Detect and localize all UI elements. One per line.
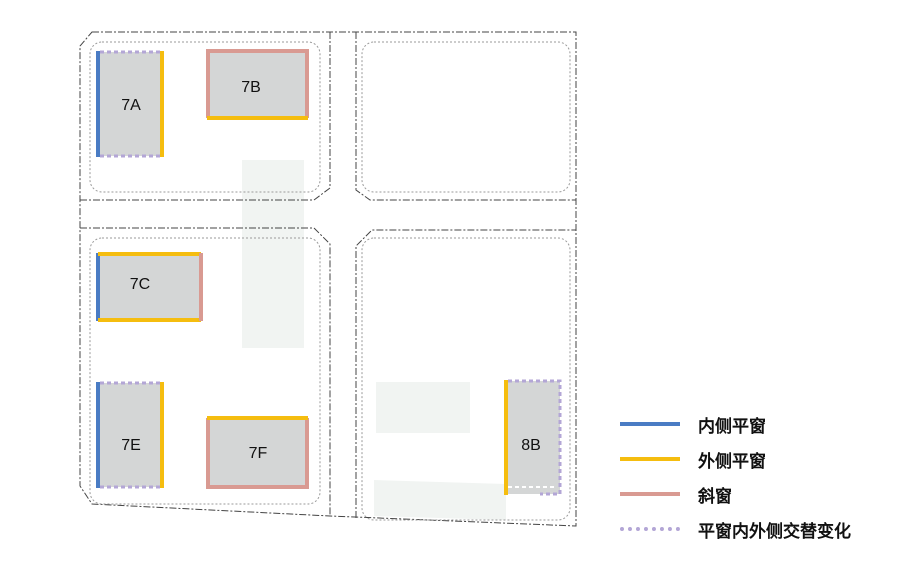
legend-label-slanted: 斜窗 bbox=[698, 486, 732, 507]
building-7F: 7F bbox=[206, 416, 309, 489]
building-label-7E: 7E bbox=[121, 437, 141, 454]
open-space-bottom-strip bbox=[374, 480, 506, 520]
block-top-right bbox=[361, 41, 571, 193]
building-label-7B: 7B bbox=[241, 79, 261, 96]
building-label-7F: 7F bbox=[249, 445, 268, 462]
building-label-8B: 8B bbox=[521, 437, 541, 454]
legend-item-outer-flat: 外侧平窗 bbox=[620, 447, 851, 472]
legend-item-slanted: 斜窗 bbox=[620, 482, 851, 507]
building-7C: 7C bbox=[96, 252, 203, 322]
legend-swatch-outer-flat bbox=[620, 457, 680, 461]
building-7B: 7B bbox=[206, 49, 309, 120]
legend-swatch-slanted bbox=[620, 492, 680, 496]
legend: 内侧平窗 外侧平窗 斜窗 平窗内外侧交替变化 bbox=[620, 412, 851, 552]
legend-label-outer-flat: 外侧平窗 bbox=[698, 451, 766, 472]
open-space-right bbox=[376, 382, 470, 433]
legend-item-inner-flat: 内侧平窗 bbox=[620, 412, 851, 437]
building-label-7A: 7A bbox=[121, 97, 141, 114]
site-boundary bbox=[79, 31, 577, 527]
legend-swatch-inner-flat bbox=[620, 422, 680, 426]
block-top-left bbox=[89, 41, 321, 193]
block-bottom-right bbox=[361, 237, 571, 521]
legend-label-inner-flat: 内侧平窗 bbox=[698, 416, 766, 437]
building-7A: 7A bbox=[96, 50, 164, 158]
legend-swatch-alternating bbox=[620, 527, 680, 531]
legend-label-alternating: 平窗内外侧交替变化 bbox=[698, 521, 851, 542]
block-bottom-left bbox=[89, 237, 321, 505]
legend-item-alternating: 平窗内外侧交替变化 bbox=[620, 517, 851, 542]
building-label-7C: 7C bbox=[130, 276, 150, 293]
open-space-central bbox=[242, 160, 304, 348]
building-8B: 8B bbox=[504, 379, 562, 496]
building-7E: 7E bbox=[96, 381, 164, 489]
road-edges bbox=[80, 32, 576, 518]
